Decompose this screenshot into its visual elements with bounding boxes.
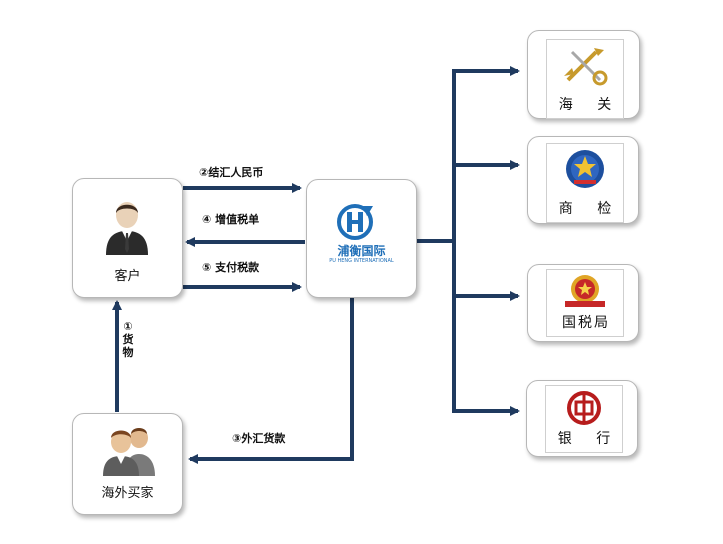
label-goods: ① 货 物 — [121, 320, 135, 359]
customs-node: 海 关 — [527, 30, 640, 119]
label-settle-rmb: ②结汇人民币 — [199, 166, 264, 179]
label-goods-char-1: 货 — [122, 333, 134, 346]
buyer-node: 海外买家 — [72, 413, 183, 515]
customs-emblem-icon — [564, 48, 608, 86]
label-goods-char-2: 物 — [122, 346, 134, 359]
buyer-label: 海外买家 — [101, 486, 154, 501]
tax-bureau-label: 国税局 — [562, 315, 610, 331]
bank-node: 银 行 — [526, 380, 638, 457]
businessman-icon — [106, 202, 148, 255]
company-subname: PU HENG INTERNATIONAL — [329, 258, 394, 264]
customer-node: 客户 — [72, 178, 183, 298]
inspection-emblem-icon — [566, 150, 604, 188]
company-logo — [337, 204, 373, 240]
label-fx-payment: ③外汇货款 — [232, 432, 286, 445]
company-name: 浦衡国际 — [337, 244, 386, 258]
customs-label: 海 关 — [558, 97, 622, 113]
label-vat-invoice: ④ 增值税单 — [202, 213, 260, 226]
bank-label: 银 行 — [557, 431, 621, 447]
tax-bureau-node: 国税局 — [527, 264, 639, 342]
label-pay-tax: ⑤ 支付税款 — [202, 261, 260, 274]
national-emblem-icon — [565, 275, 605, 307]
customs-card: 海 关 — [546, 39, 624, 119]
customer-label: 客户 — [114, 269, 141, 284]
arrow-fx-payment — [188, 298, 354, 464]
inspection-node: 商 检 — [527, 136, 639, 224]
bank-of-china-icon — [567, 391, 601, 425]
company-node: 浦衡国际 PU HENG INTERNATIONAL — [306, 179, 417, 298]
label-goods-number: ① — [123, 320, 133, 333]
inspection-label: 商 检 — [558, 201, 622, 217]
tax-bureau-card: 国税局 — [546, 269, 624, 337]
inspection-card: 商 检 — [546, 143, 624, 223]
bank-card: 银 行 — [545, 385, 623, 453]
buyers-group-icon — [103, 428, 155, 476]
